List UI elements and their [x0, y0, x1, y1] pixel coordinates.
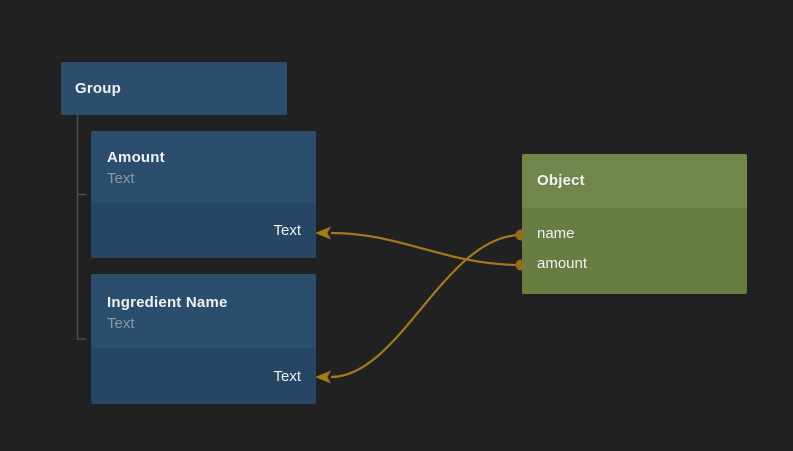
wire-object-amount-to-amount-text[interactable]	[330, 231, 522, 267]
ingredient-output-row: Text	[91, 348, 316, 404]
object-input-name[interactable]: name	[537, 224, 575, 242]
amount-title: Amount	[107, 149, 165, 166]
amount-header: Amount Text	[91, 131, 316, 203]
ingredient-title: Ingredient Name	[107, 294, 228, 311]
ingredient-header: Ingredient Name Text	[91, 274, 316, 348]
amount-output-row: Text	[91, 203, 316, 258]
amount-subtitle: Text	[107, 170, 135, 187]
amount-text-port[interactable]: Text	[273, 222, 301, 239]
object-header: Object	[522, 154, 747, 208]
object-title: Object	[537, 172, 585, 189]
tree-connector-group-children	[76, 115, 86, 340]
arrowhead-amount-text	[315, 226, 331, 240]
ingredient-text-port[interactable]: Text	[273, 367, 301, 385]
group-title: Group	[75, 79, 121, 97]
node-ingredient-name[interactable]: Ingredient Name Text Text	[91, 274, 316, 404]
arrowhead-ingredient-text	[315, 370, 331, 384]
object-input-amount[interactable]: amount	[537, 254, 588, 272]
node-object[interactable]: Object name amount	[522, 154, 747, 294]
ingredient-subtitle: Text	[107, 315, 135, 332]
object-body: name amount	[522, 208, 747, 294]
node-group[interactable]: Group	[61, 62, 287, 115]
wire-object-name-to-ingredient-text[interactable]	[330, 233, 522, 379]
node-amount[interactable]: Amount Text Text	[91, 131, 316, 258]
